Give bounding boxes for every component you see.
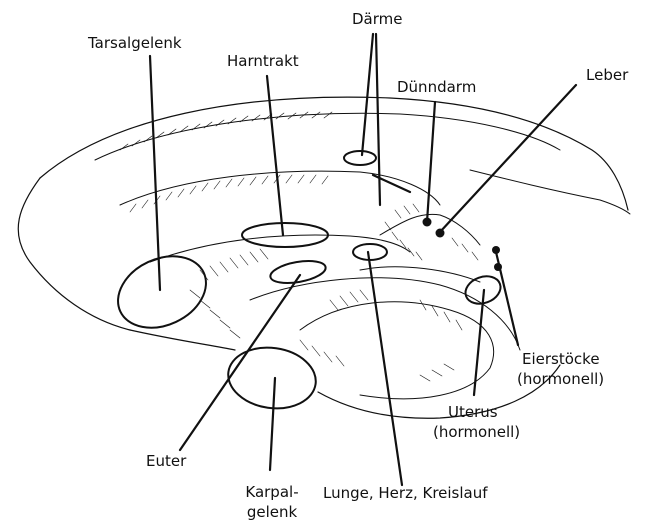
sole-inner-fold-5 <box>360 267 480 282</box>
label-eierstoecke-line2: (hormonell) <box>517 370 604 389</box>
hatching-middle <box>130 175 328 212</box>
dot-eierstoecke-2 <box>494 263 502 271</box>
label-euter: Euter <box>146 452 186 471</box>
label-eierstoecke-line1: Eierstöcke <box>522 350 600 369</box>
label-karpalgelenk-line2: gelenk <box>232 503 312 522</box>
dot-leber <box>436 229 445 238</box>
leader-daerme-1 <box>362 34 373 155</box>
hoof-outline-right <box>470 170 630 214</box>
leader-tarsalgelenk <box>150 56 160 290</box>
label-uterus-line2: (hormonell) <box>433 423 520 442</box>
sole-inner-fold-2 <box>150 235 410 262</box>
dot-eierstoecke-1 <box>492 246 500 254</box>
hatching-center <box>385 204 478 260</box>
leader-karpalgelenk <box>270 378 275 470</box>
zone-karpalgelenk <box>224 342 319 414</box>
label-karpalgelenk-line1: Karpal- <box>232 483 312 502</box>
label-leber: Leber <box>586 66 628 85</box>
leader-euter <box>180 275 300 450</box>
sole-inner-fold-4 <box>300 302 494 399</box>
leader-lunge-herz <box>368 252 402 485</box>
zone-tarsalgelenk <box>106 243 217 342</box>
label-harntrakt: Harntrakt <box>227 52 299 71</box>
dot-duenndarm <box>423 218 432 227</box>
leader-leber <box>440 85 576 232</box>
leader-duenndarm <box>427 102 435 222</box>
label-uterus-line1: Uterus <box>448 403 498 422</box>
hoof-outline-upper-inner <box>95 113 560 160</box>
label-lunge-herz-kreislauf: Lunge, Herz, Kreislauf <box>323 484 488 503</box>
zone-daerme <box>344 151 376 165</box>
label-daerme: Därme <box>352 10 403 29</box>
label-tarsalgelenk: Tarsalgelenk <box>88 34 182 53</box>
hatching-lower-left <box>190 249 268 338</box>
leader-daerme-2 <box>376 34 380 205</box>
hoof-outline-left <box>18 178 130 330</box>
label-duenndarm: Dünndarm <box>397 78 476 97</box>
zone-lunge-herz <box>353 244 387 260</box>
